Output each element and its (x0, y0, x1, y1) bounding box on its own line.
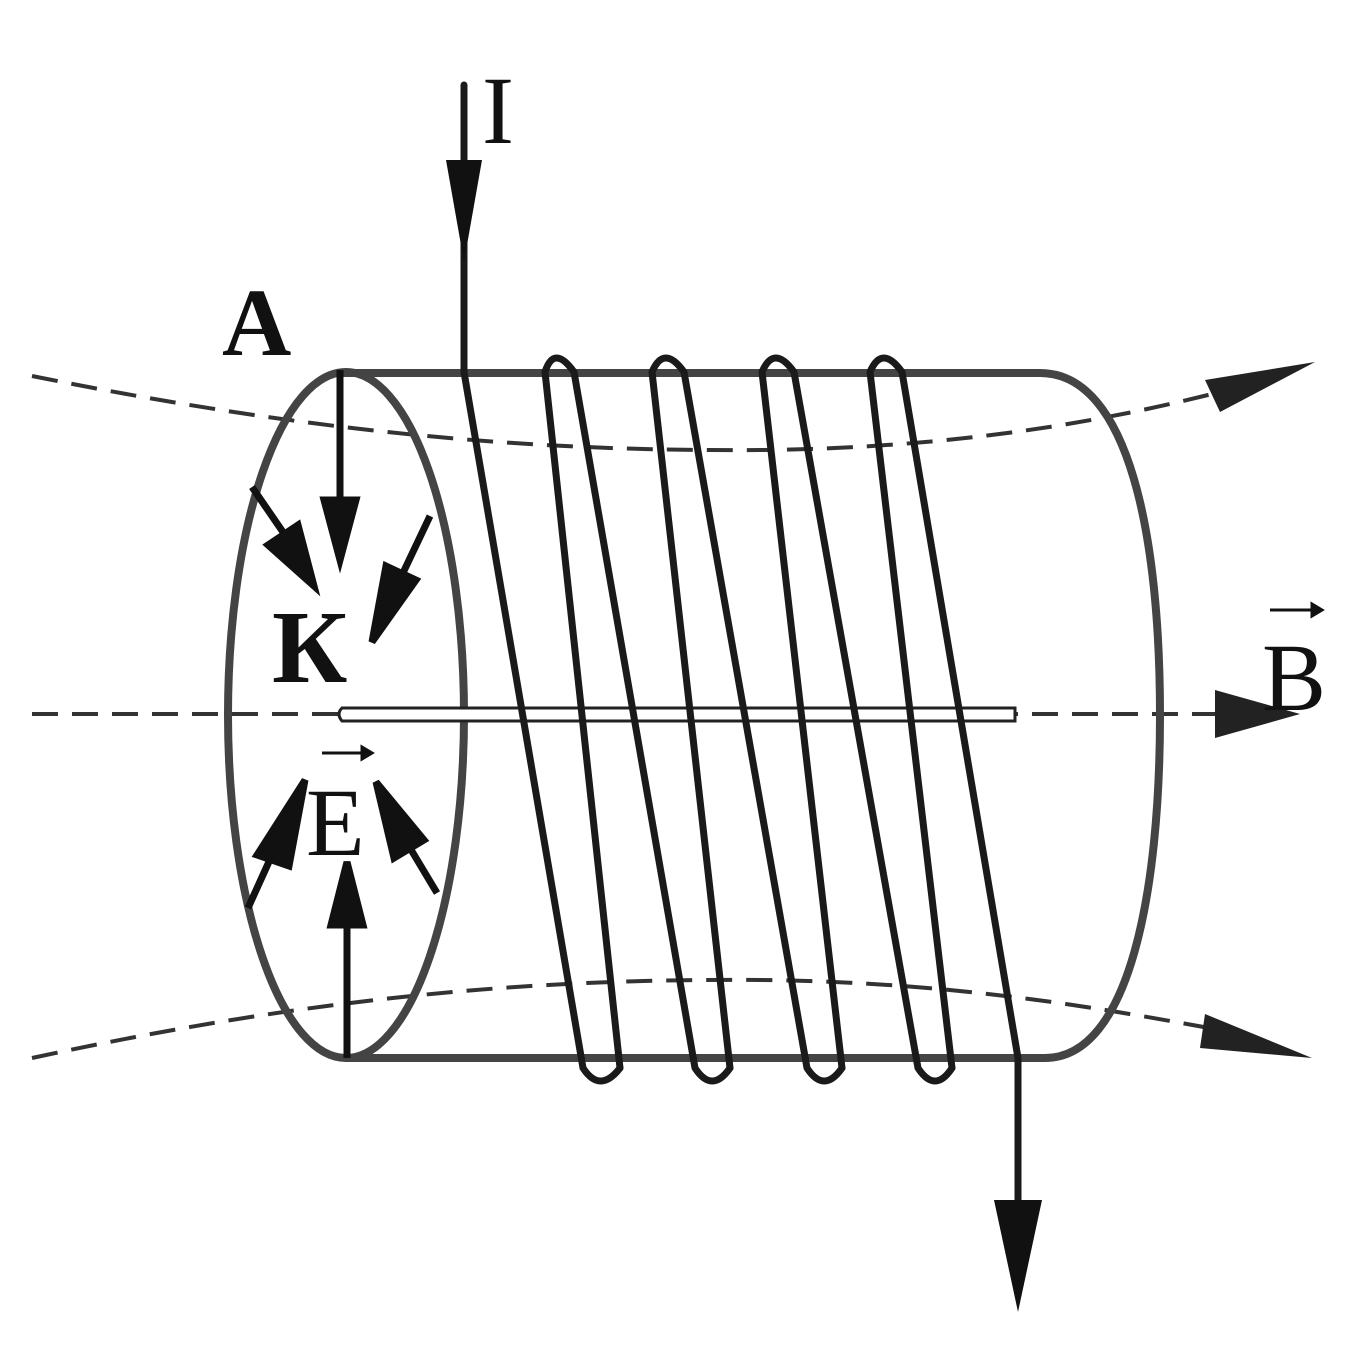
solenoid-coil (460, 81, 1022, 1204)
e-arrow-bottom-right-head (372, 779, 430, 864)
e-arrow-top-left (249, 485, 288, 537)
e-arrow-bottom-left-head (251, 778, 309, 871)
coil-turn-2 (541, 354, 734, 1085)
coil-turn-3 (648, 354, 846, 1085)
electric-field-label: E (306, 769, 365, 876)
vector-overbars (322, 601, 1325, 762)
electric-field-arrows-bottom (244, 778, 441, 1058)
coil-turn-1 (460, 368, 624, 1085)
e-arrow-top-left-head (262, 519, 321, 597)
e-arrow-top-center-head (319, 496, 361, 574)
e-arrow-bottom-left (244, 853, 276, 910)
coil-turn-5 (866, 354, 1022, 1204)
cylinder-right-end (1039, 369, 1165, 1062)
electric-field-arrows-top (249, 370, 434, 645)
field-arrowheads (1200, 362, 1315, 1058)
current-out-arrowhead (994, 1200, 1042, 1312)
field-line-top (31, 374, 1221, 453)
e-arrow-top-right (398, 514, 434, 577)
cathode-label: К (272, 590, 347, 705)
field-line-bottom (31, 977, 1221, 1060)
field-arrowhead-bottom (1200, 1014, 1312, 1058)
e-vector-bar-head (360, 744, 375, 762)
b-vector-bar-head (1310, 601, 1325, 619)
current-in-arrowhead (446, 160, 482, 262)
e-arrow-bottom-center-head (326, 861, 368, 929)
e-arrow-top-right-head (368, 560, 422, 645)
field-arrowhead-top (1205, 362, 1315, 412)
e-arrow-bottom-right (406, 846, 441, 895)
coil-turn-4 (758, 354, 956, 1085)
field-arrowhead-axis (1215, 690, 1300, 738)
current-label: I (482, 57, 514, 164)
magnetic-field-label: B (1262, 624, 1326, 731)
magnetic-field-lines (31, 374, 1225, 1060)
anode-label: A (222, 269, 291, 376)
cathode-rod (337, 706, 1017, 723)
